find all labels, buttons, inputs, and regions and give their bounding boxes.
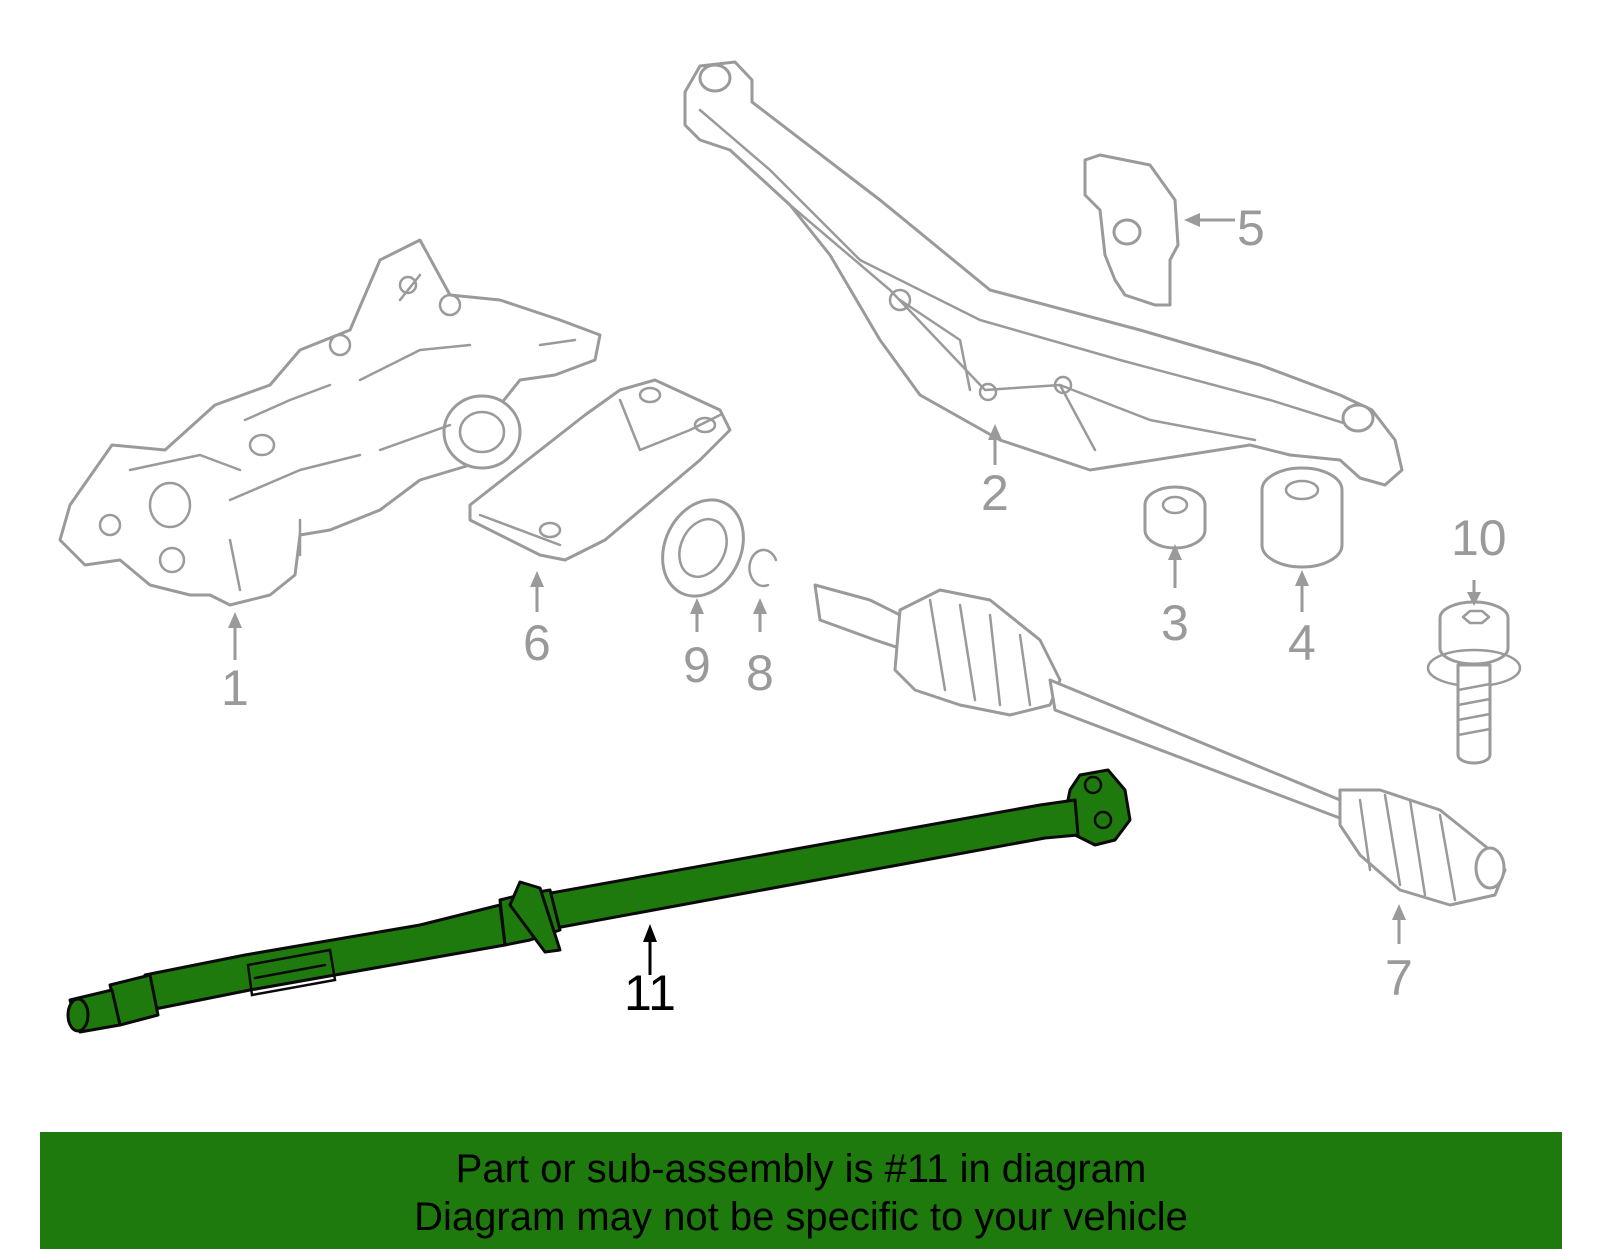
callout-1: 1 [221, 660, 249, 716]
callout-5: 5 [1237, 200, 1265, 256]
banner-line-1: Part or sub-assembly is #11 in diagram [455, 1146, 1147, 1191]
part-9-seal[interactable]: 9 [647, 487, 758, 693]
info-banner: Part or sub-assembly is #11 in diagram D… [40, 1132, 1562, 1249]
part-5-bracket[interactable]: 5 [1083, 153, 1265, 307]
part-6-cover[interactable]: 6 [468, 378, 732, 671]
part-7-axle-shaft[interactable]: 7 [813, 583, 1507, 1006]
callout-8: 8 [746, 645, 774, 701]
part-4-bushing[interactable]: 4 [1260, 466, 1344, 671]
part-2-crossmember[interactable]: 2 [683, 60, 1404, 521]
callout-6: 6 [523, 615, 551, 671]
part-11-drive-shaft[interactable]: 11 [66, 768, 1132, 1034]
part-10-bolt[interactable]: 10 [1426, 510, 1522, 765]
callout-2: 2 [981, 465, 1009, 521]
part-1-differential[interactable]: 1 [58, 238, 602, 716]
part-8-snap-ring[interactable]: 8 [746, 548, 778, 701]
part-3-bushing[interactable]: 3 [1143, 485, 1207, 651]
callout-3: 3 [1161, 595, 1189, 651]
callout-11: 11 [624, 965, 676, 1021]
callout-4: 4 [1288, 615, 1316, 671]
callout-7: 7 [1385, 950, 1413, 1006]
callout-9: 9 [683, 637, 711, 693]
banner-line-2: Diagram may not be specific to your vehi… [414, 1194, 1188, 1239]
callout-10: 10 [1451, 510, 1507, 566]
